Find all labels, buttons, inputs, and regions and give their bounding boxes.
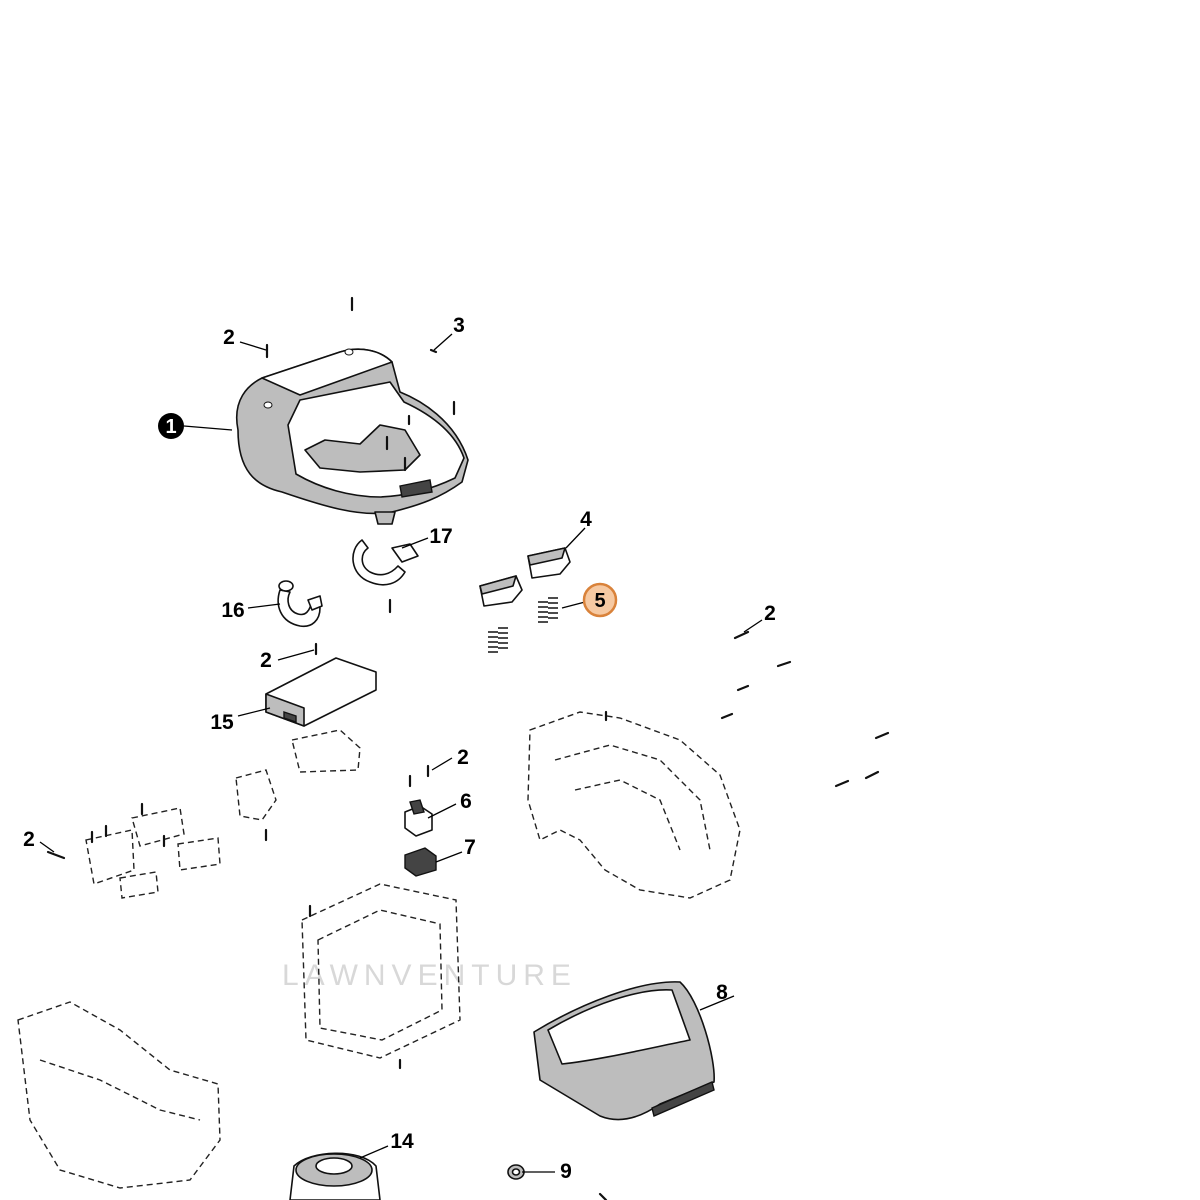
part-4-caps[interactable] — [479, 547, 571, 607]
callout-4[interactable]: 4 — [580, 508, 592, 531]
callout-1[interactable]: 1 — [158, 413, 184, 439]
callout-8[interactable]: 8 — [716, 981, 728, 1004]
callout-3[interactable]: 3 — [453, 314, 465, 337]
callout-17[interactable]: 17 — [429, 525, 452, 548]
part-16-u-clip[interactable] — [277, 580, 323, 628]
callout-15[interactable]: 15 — [210, 711, 234, 734]
callout-5-label: 5 — [594, 590, 605, 612]
callout-2-module[interactable]: 2 — [260, 649, 272, 672]
part-1-top-cover[interactable] — [235, 348, 469, 525]
callout-2-top[interactable]: 2 — [223, 326, 235, 349]
callout-16[interactable]: 16 — [221, 599, 244, 622]
screws-right — [604, 630, 890, 788]
part-17-arc-handle[interactable] — [352, 539, 419, 586]
part-5-springs[interactable] — [488, 597, 558, 653]
part-8-rear-cover[interactable] — [533, 981, 715, 1121]
part-6-switch[interactable] — [404, 799, 433, 837]
screws-top — [265, 296, 456, 614]
screws-left — [46, 802, 268, 860]
ghost-brackets — [85, 729, 361, 899]
ghost-battery-tray — [301, 883, 461, 1070]
callout-5[interactable]: 5 — [582, 582, 618, 618]
watermark-text: LAWNVENTURE — [282, 959, 577, 992]
callout-2-left[interactable]: 2 — [23, 828, 35, 851]
callout-2-right[interactable]: 2 — [764, 602, 776, 625]
callout-9[interactable]: 9 — [560, 1160, 572, 1183]
ghost-chassis-right — [527, 711, 741, 899]
ghost-chassis-left — [17, 1001, 221, 1189]
part-14-motor[interactable] — [289, 1152, 381, 1200]
part-15-module-box[interactable] — [265, 642, 377, 727]
leader-lines — [39, 333, 763, 1173]
callout-14[interactable]: 14 — [390, 1130, 414, 1153]
part-9-grommet[interactable] — [507, 1164, 608, 1200]
callout-7[interactable]: 7 — [464, 836, 476, 859]
callout-6[interactable]: 6 — [460, 790, 472, 813]
callout-2-switch[interactable]: 2 — [457, 746, 469, 769]
callout-1-label: 1 — [165, 416, 176, 438]
part-7-switch[interactable] — [404, 764, 437, 877]
